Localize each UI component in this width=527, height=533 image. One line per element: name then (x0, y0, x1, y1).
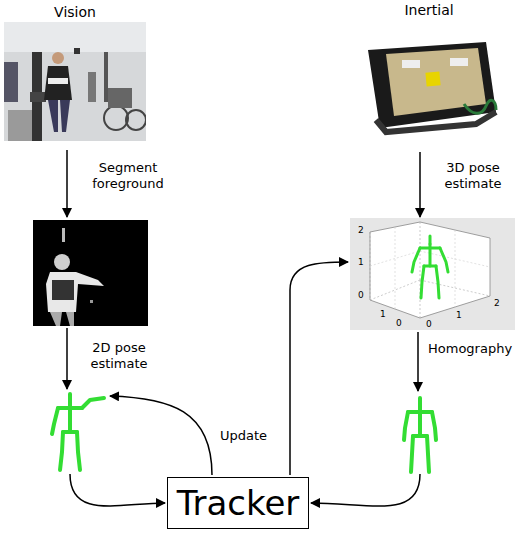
panel-heading: Inertial (344, 0, 514, 20)
step-label: 2D pose estimate (76, 340, 162, 373)
stick-figure-homography (404, 398, 436, 472)
axis-tick: 0 (396, 319, 402, 328)
image-panel: Inertial (344, 0, 514, 144)
step-label: 3D pose estimate (430, 160, 516, 193)
image-panel: Vision (0, 2, 150, 141)
axis-tick: 2 (358, 226, 364, 235)
flow-arrows (67, 150, 420, 506)
axis-tick: 1 (358, 258, 364, 267)
sensor-photo (346, 20, 512, 144)
3d-plot (350, 218, 515, 330)
process-box: Tracker (167, 477, 310, 529)
stick-figure-2d (52, 394, 104, 470)
box-title: Tracker (177, 486, 300, 520)
segmented-image (33, 220, 148, 326)
axis-tick: 0 (358, 291, 364, 300)
step-label: Update (220, 428, 267, 444)
axis-tick: 1 (380, 310, 386, 319)
panel-heading: Vision (0, 2, 150, 22)
step-label: Segment foreground (80, 160, 176, 193)
axis-tick: 1 (456, 311, 462, 320)
axis-tick: 2 (494, 299, 500, 308)
axis-tick: 0 (426, 320, 432, 329)
camera-photo (4, 22, 146, 141)
step-label: Homography (428, 341, 512, 357)
